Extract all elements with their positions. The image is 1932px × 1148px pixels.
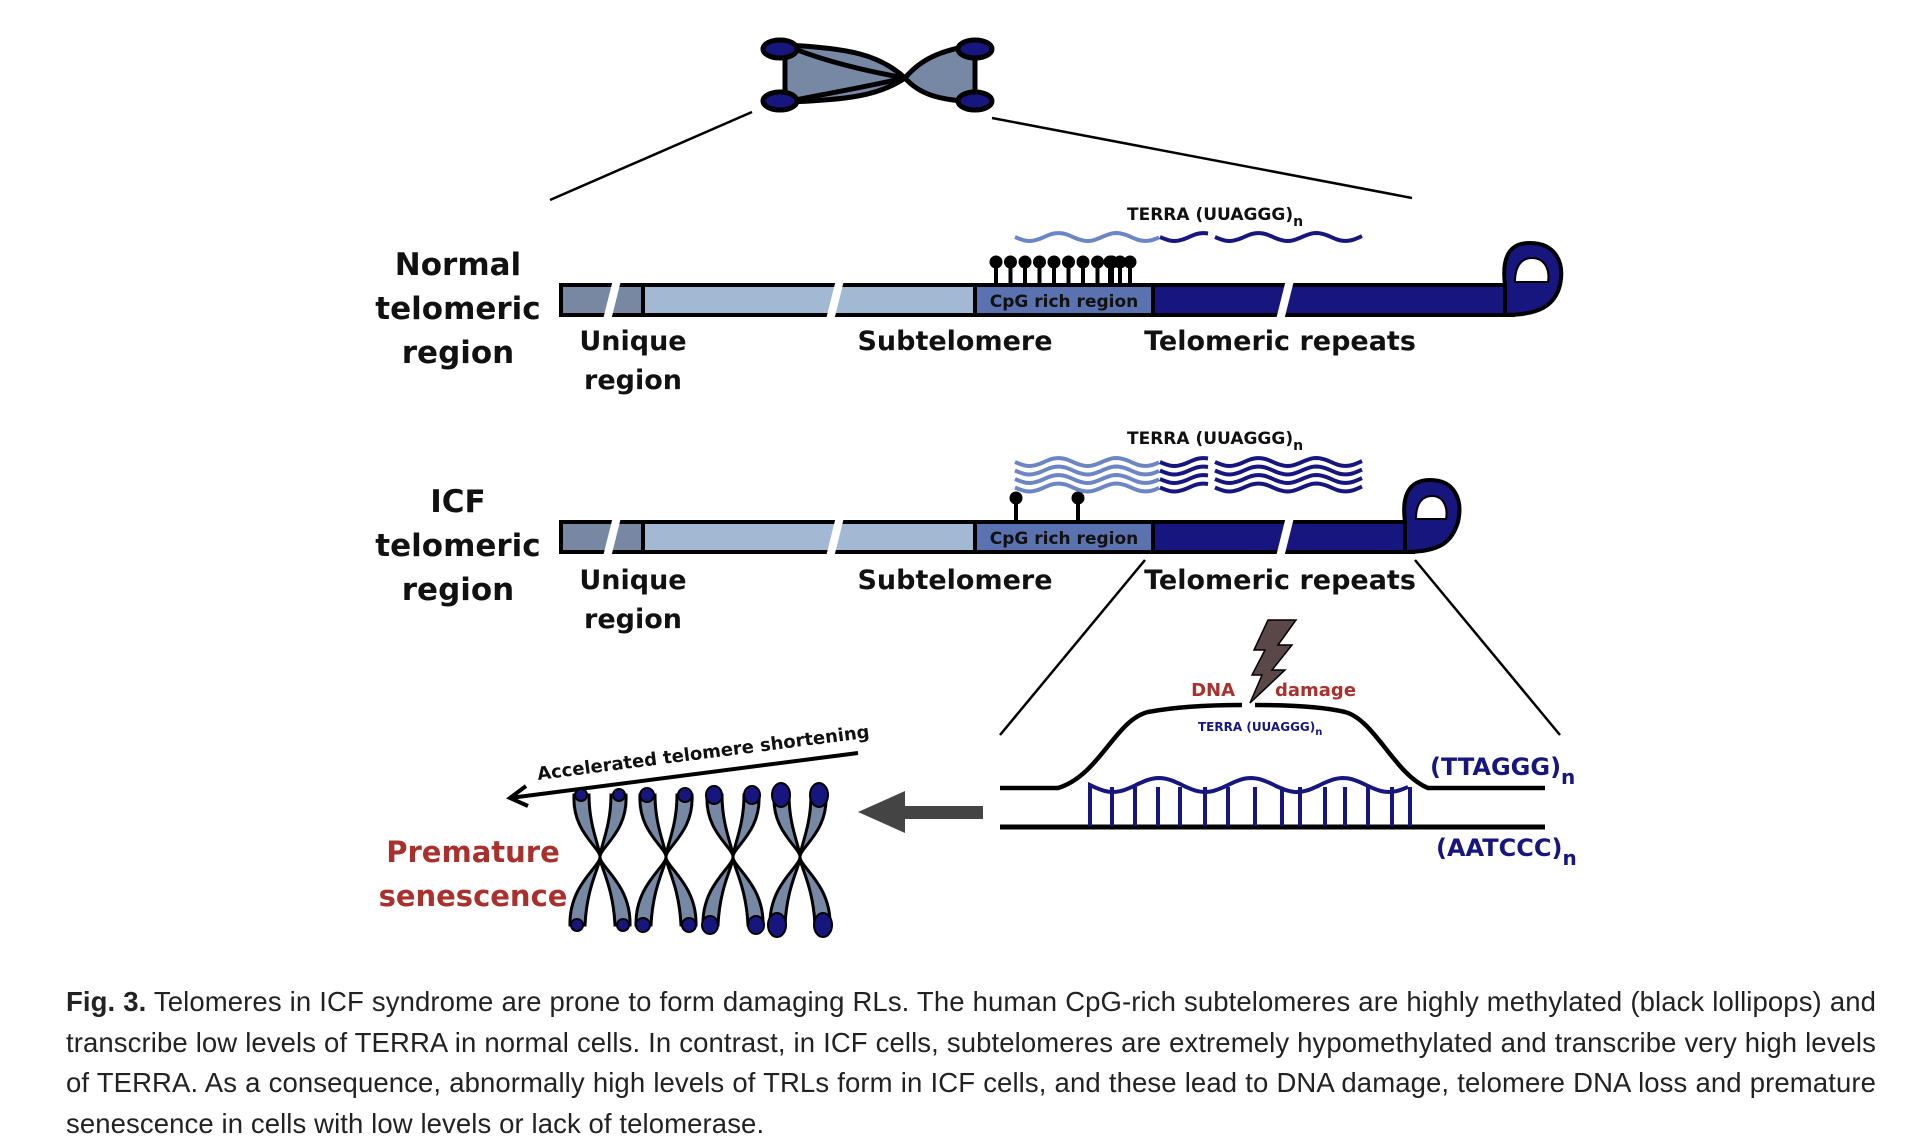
chromosome-icon [701,785,765,935]
methylation-lollipop-icon [1047,255,1061,285]
chromosome-icon [767,782,833,938]
lightning-bolt-icon [1249,619,1298,704]
terra-rna-wave [1014,472,1160,486]
methylation-lollipop-icon [1004,255,1017,285]
chromosome-icon [760,37,995,113]
rna-strand-wave [1088,775,1409,826]
terra-transcripts-low [1014,230,1363,244]
methylation-lollipop-icon [1103,255,1117,285]
svg-text:telomeric: telomeric [375,291,540,327]
svg-text:region: region [402,572,515,608]
icf-telomere-bar: CpG rich region [559,477,1462,558]
terra-rna-wave [1159,456,1209,469]
svg-text:CpG rich region: CpG rich region [990,292,1139,312]
methylation-lollipop-icon [1018,255,1032,285]
methylation-lollipop-icon [1062,255,1075,285]
methylation-lollipop-icon [1033,255,1046,285]
terra-rna-wave [1014,455,1160,469]
methylation-lollipop-icon [989,255,1003,285]
terra-rna-wave [1014,481,1160,494]
telomeric-repeats-label: Telomeric repeats [1144,326,1416,357]
unique-region-label-icf-2: region [584,604,682,635]
zoom-line-left [549,110,753,202]
r-loop-detail: TERRA (UUAGGG)n (TTAGGG)n (AATCCC)n DNA … [1000,619,1577,870]
telomeric-repeats-label-icf: Telomeric repeats [1144,565,1416,596]
telomeric-repeats-segment [1151,283,1515,317]
methylation-lollipops-icf [1009,491,1085,522]
terra-label-rloop: TERRA (UUAGGG)n [1198,720,1322,738]
terra-label-icf: TERRA (UUAGGG)n [1127,429,1303,454]
accelerated-shortening-label: Accelerated telomere shortening [536,722,871,785]
dna-label: DNA [1191,680,1235,701]
terra-rna-wave [1214,481,1363,494]
terra-rna-wave [1159,231,1209,244]
subtelomere-label-icf: Subtelomere [857,565,1052,596]
shortened-chromosomes [568,782,833,938]
zoom-line-left-2 [999,559,1146,736]
left-arrow-icon [858,791,983,833]
methylation-lollipop-icon [1123,255,1137,285]
methylation-lollipop-icon [1076,255,1090,285]
terra-rna-wave [1214,230,1363,244]
subtelomere-label: Subtelomere [857,326,1052,357]
damage-label: damage [1275,680,1356,701]
normal-telomere-bar: CpG rich region [559,240,1564,321]
methylation-lollipop-icon [1091,255,1104,285]
caption-text: Telomeres in ICF syndrome are prone to f… [66,986,1876,1139]
telomere-diagram: Normal telomeric region CpG rich region … [375,37,1577,938]
icf-title: ICF telomeric region [375,484,540,608]
ttaggg-label: (TTAGGG)n [1430,753,1575,789]
chromosome-icon [568,788,632,932]
terra-rna-wave [1014,464,1160,477]
unique-region-label-icf: Unique [579,565,686,596]
terra-rna-wave [1159,473,1209,486]
chromosome-icon [634,787,698,933]
methylation-lollipops [989,255,1137,285]
methylation-lollipop-icon [1071,491,1085,522]
subtelomere-segment [641,283,977,317]
aatccc-label: (AATCCC)n [1436,834,1577,870]
svg-text:telomeric: telomeric [375,528,540,564]
svg-text:CpG rich region: CpG rich region [990,529,1139,549]
methylation-lollipop-icon [1113,255,1127,285]
svg-text:ICF: ICF [430,484,485,520]
methylation-lollipop-icon [1009,491,1023,522]
terra-rna-wave [1159,481,1209,494]
terra-label: TERRA (UUAGGG)n [1127,205,1303,230]
premature-label: Premature [386,835,560,869]
terra-rna-wave [1159,464,1209,477]
senescence-label: senescence [379,879,568,913]
terra-rna-wave [1214,455,1363,469]
zoom-line-right [991,116,1413,200]
unique-region-label: Unique [579,326,686,357]
svg-text:region: region [402,335,515,371]
svg-text:Normal: Normal [395,247,521,283]
terra-rna-wave [1214,464,1363,477]
zoom-line-right-2 [1414,559,1561,736]
terra-rna-wave [1214,472,1363,486]
figure-caption: Fig. 3. Telomeres in ICF syndrome are pr… [66,982,1876,1144]
cpg-region-segment [973,283,1155,317]
terra-rna-wave [1014,230,1160,244]
normal-title: Normal telomeric region [375,247,540,371]
terra-transcripts-high [1014,455,1363,494]
unique-region-segment [559,283,645,317]
caption-label: Fig. 3. [66,986,147,1017]
unique-region-label-2: region [584,365,682,396]
